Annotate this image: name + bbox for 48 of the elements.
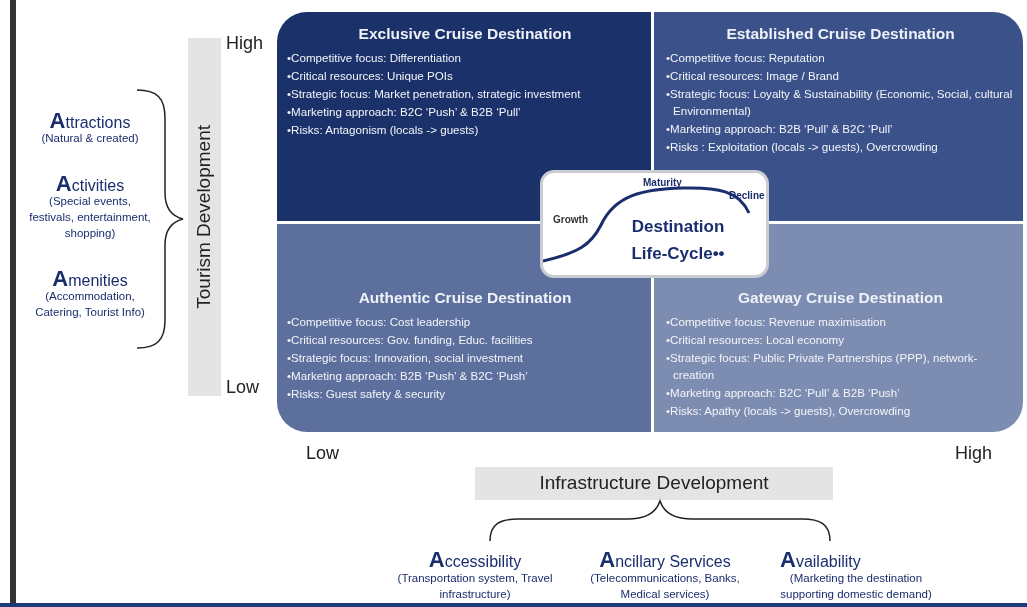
factor-description: (Telecommunications, Banks, Medical services) <box>589 571 741 602</box>
bullet-item: •Marketing approach: B2B ‘Push’ & B2C ‘Push’ <box>287 368 529 385</box>
bullet-item: •Marketing approach: B2C ‘Pull’ & B2B ‘Push’ <box>666 385 901 402</box>
bullet-item: •Competitive focus: Reputation <box>666 50 826 67</box>
bullet-item: •Risks: Guest safety & security <box>287 386 447 403</box>
axis-title: Infrastructure Development <box>539 471 769 496</box>
factor-heading: Amenities <box>51 265 129 292</box>
bullet-item: •Marketing approach: B2B ‘Pull’ & B2C ‘Pull’ <box>666 121 894 138</box>
bullet-item: •Risks: Apathy (locals -> guests), Overcrowding <box>666 403 912 420</box>
axis-label: High <box>955 442 994 465</box>
bullet-item: •Competitive focus: Differentiation <box>287 50 462 67</box>
lifecycle-box <box>540 170 769 278</box>
factor-description: (Transportation system, Travel infrastructure) <box>396 571 554 602</box>
axis-band <box>475 467 833 500</box>
quadrant-heading: Exclusive Cruise Destination <box>357 24 573 44</box>
lifecycle-title: Destination Life-Cycle•• <box>630 216 726 265</box>
factor-description: (Special events, festivals, entertainment, shopping) <box>28 194 152 241</box>
factor-description: (Marketing the destination supporting domestic demand) <box>779 571 933 602</box>
bullet-item: •Critical resources: Image / Brand <box>666 68 840 85</box>
factor-heading: Attractions <box>48 107 132 134</box>
factor-heading: Availability <box>780 546 862 574</box>
bullet-item: •Competitive focus: Cost leadership <box>287 314 472 331</box>
axis-band <box>188 38 221 396</box>
factor-heading: Accessibility <box>427 546 523 574</box>
bullet-item: •Risks : Exploitation (locals -> guests), Overcrowding <box>666 139 939 156</box>
bullet-item: •Critical resources: Gov. funding, Educ. facilities <box>287 332 534 349</box>
bullet-item: •Critical resources: Local economy <box>666 332 846 349</box>
factor-description: (Accommodation, Catering, Tourist Info) <box>34 289 146 320</box>
axis-label: High <box>226 32 265 55</box>
axis-label: Low <box>306 442 341 465</box>
bullet-item: •Strategic focus: Public Private Partnerships (PPP), network-creation <box>666 350 979 384</box>
factor-heading: Activities <box>54 170 126 197</box>
bullet-item: •Strategic focus: Loyalty & Sustainability (Economic, Social, cultural Environmental) <box>666 86 1014 120</box>
bullet-item: •Marketing approach: B2C ‘Push’ & B2B ‘Pull’ <box>287 104 522 121</box>
factor-description: (Natural & created) <box>40 131 140 146</box>
bullet-item: •Competitive focus: Revenue maximisation <box>666 314 887 331</box>
bullet-item: •Critical resources: Unique POIs <box>287 68 454 85</box>
axis-title: Tourism Development <box>192 125 216 309</box>
quadrant-heading: Established Cruise Destination <box>725 24 956 44</box>
quadrant-heading: Gateway Cruise Destination <box>737 288 944 308</box>
stage-label: Maturity <box>643 176 682 190</box>
stage-label: Growth <box>553 213 588 227</box>
factor-heading: Ancillary Services <box>598 546 732 574</box>
bullet-item: •Strategic focus: Innovation, social investment <box>287 350 525 367</box>
bullet-item: •Strategic focus: Market penetration, strategic investment <box>287 86 582 103</box>
bullet-item: •Risks: Antagonism (locals -> guests) <box>287 122 480 139</box>
quadrant-heading: Authentic Cruise Destination <box>357 288 573 308</box>
axis-label: Low <box>226 376 261 399</box>
